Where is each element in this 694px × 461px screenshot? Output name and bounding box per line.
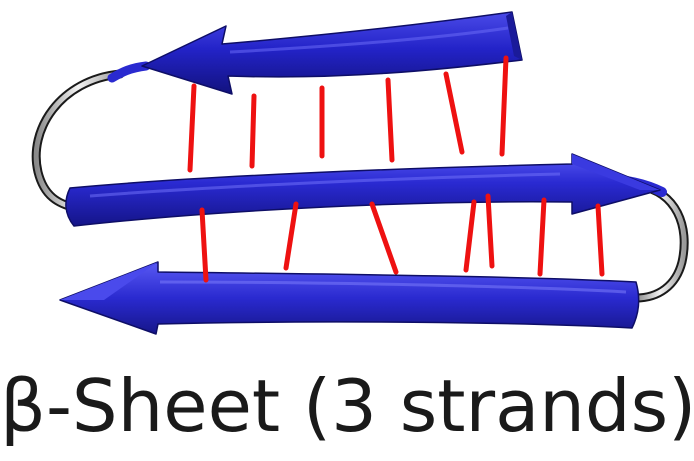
hbond-line (499, 55, 509, 157)
hbond-line (385, 77, 395, 163)
hbond-line (537, 197, 547, 277)
hbond-line (485, 193, 495, 269)
beta-sheet-diagram (31, 11, 689, 335)
bottom-strand (59, 261, 640, 335)
hbond-line (199, 207, 209, 283)
hbonds-top-middle (187, 55, 509, 173)
hbond-line (463, 199, 477, 273)
diagram-caption: β-Sheet (3 strands) (0, 364, 694, 448)
hbond-line (595, 203, 605, 277)
hbond-line (187, 83, 197, 173)
hbond-line (369, 201, 399, 275)
hbond-line (443, 71, 465, 155)
hbonds-middle-bottom (199, 193, 605, 283)
hbond-line (249, 93, 257, 169)
hbond-line (283, 201, 299, 271)
top-strand (141, 11, 523, 95)
middle-strand (65, 153, 661, 227)
